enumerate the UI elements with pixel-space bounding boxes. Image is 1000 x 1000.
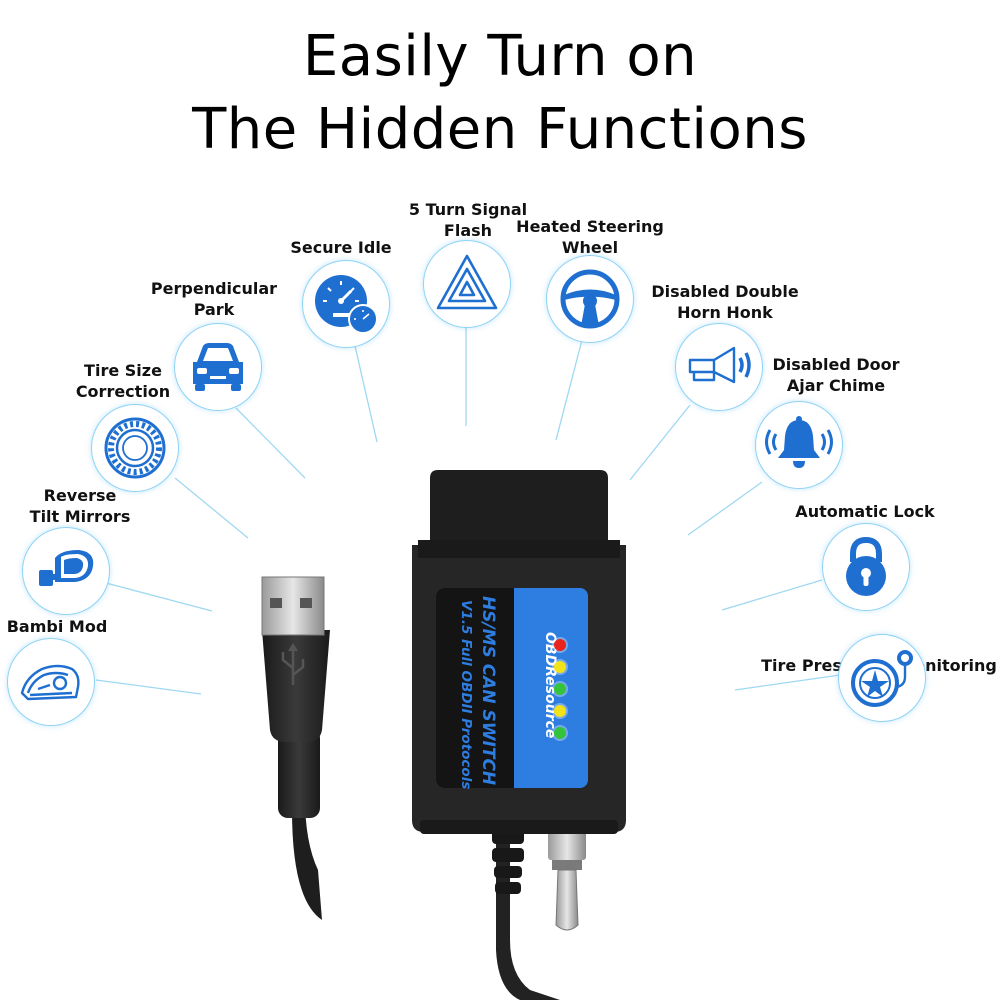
line-mirror [105, 582, 213, 612]
horn-icon [675, 323, 763, 411]
feature-label-bambi: Bambi Mod [6, 617, 108, 636]
line-bambi [95, 679, 202, 695]
status-led [554, 727, 566, 739]
steering-wheel-icon [546, 255, 634, 343]
mode-toggle-switch [548, 830, 586, 931]
line-pressure [734, 674, 841, 691]
hazard-triangle-icon [423, 240, 511, 328]
status-led [554, 661, 566, 673]
device-brand: OBDResource [542, 632, 558, 738]
line-steering [555, 339, 583, 441]
device-label-sub: V1.5 Full OBDII Protocols [458, 600, 474, 789]
status-led [554, 639, 566, 651]
speedometer-icon [302, 260, 390, 348]
tire-pressure-icon [838, 634, 926, 722]
line-tire-size [174, 477, 249, 539]
side-mirror-icon [22, 527, 110, 615]
status-leds [552, 637, 568, 741]
headlight-icon [7, 638, 95, 726]
bell-icon [755, 401, 843, 489]
usb-plug [261, 576, 330, 920]
heading-line-1: Easily Turn on [302, 24, 698, 89]
heading-line-2: The Hidden Functions [192, 97, 808, 162]
line-horn [629, 404, 691, 481]
feature-label-secure-idle: Secure Idle [290, 238, 392, 257]
device-label-main: HS/MS CAN SWITCH [478, 596, 498, 785]
status-led [554, 705, 566, 717]
padlock-icon [822, 523, 910, 611]
line-chime [687, 481, 763, 536]
line-park [235, 407, 306, 479]
feature-label-auto-lock: Automatic Lock [795, 502, 935, 521]
line-secure-idle [354, 345, 378, 443]
line-auto-lock [721, 579, 823, 611]
status-led [554, 683, 566, 695]
car-icon [174, 323, 262, 411]
tire-icon [91, 404, 179, 492]
